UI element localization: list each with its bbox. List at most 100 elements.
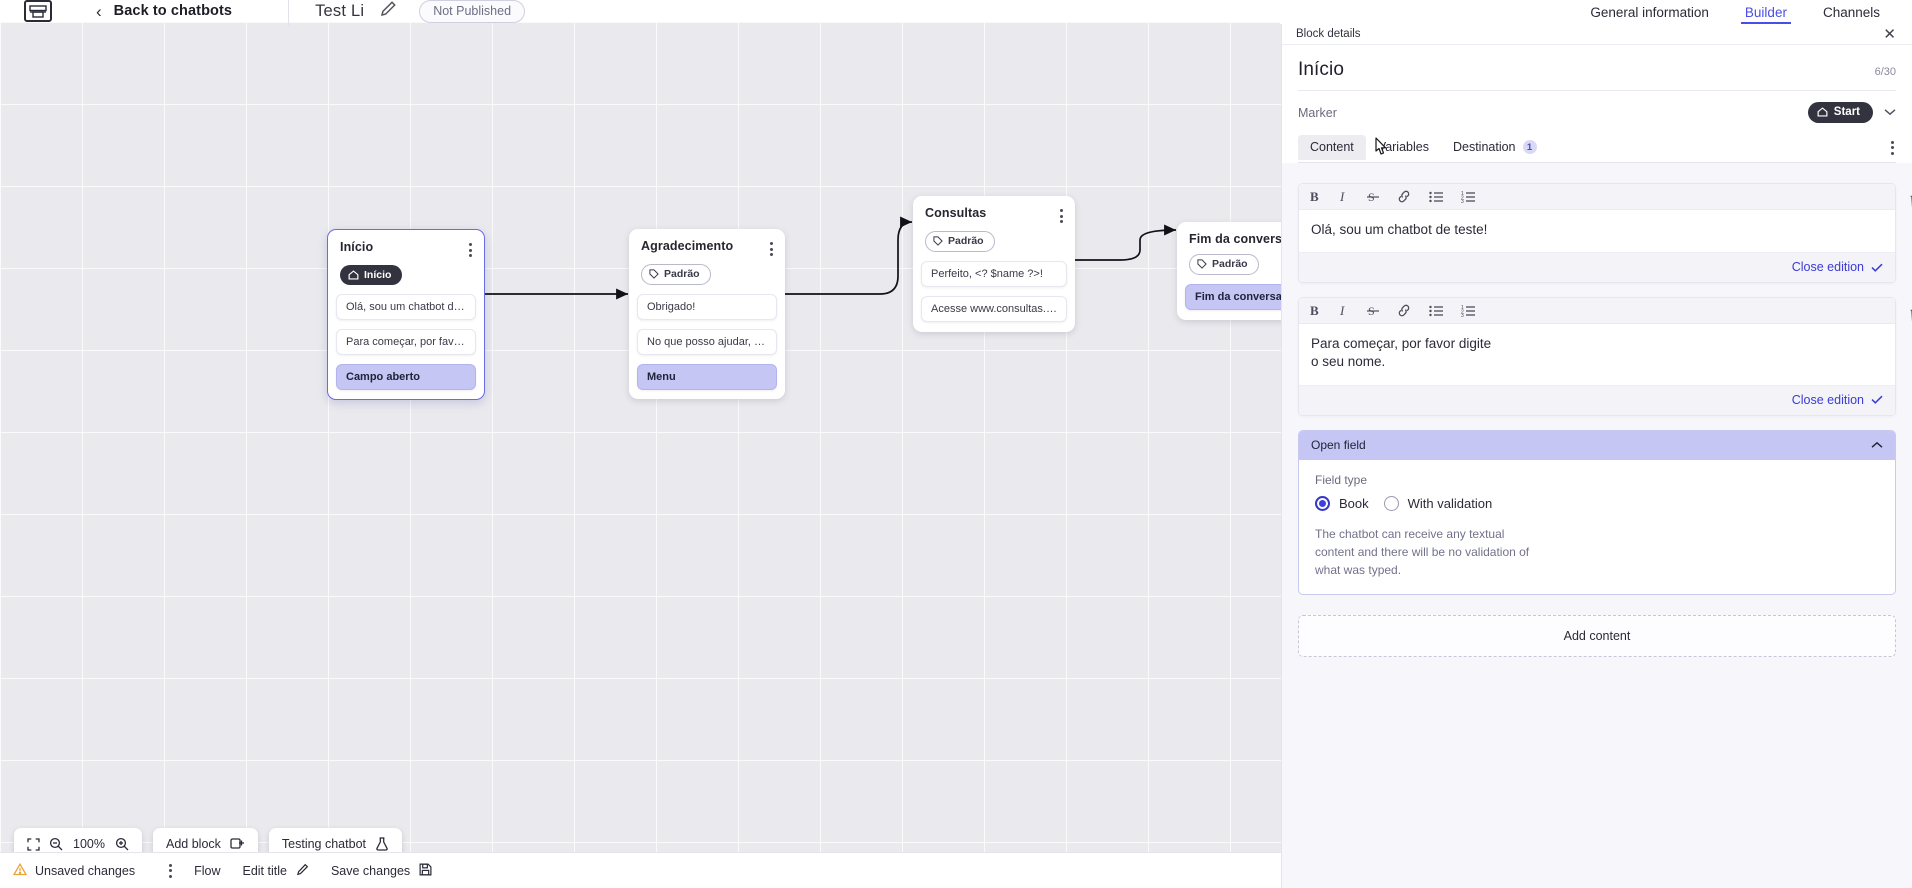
strikethrough-icon[interactable]: S bbox=[1367, 190, 1379, 203]
open-field-title: Open field bbox=[1311, 437, 1366, 452]
tab-content-label: Content bbox=[1310, 140, 1354, 154]
zoom-out-icon[interactable] bbox=[49, 837, 63, 851]
node-message[interactable]: Menu bbox=[637, 363, 777, 390]
svg-text:I: I bbox=[1339, 304, 1345, 317]
marker-control[interactable]: Start bbox=[1807, 102, 1896, 123]
numbered-list-icon[interactable]: 1 2 3 bbox=[1461, 305, 1475, 317]
tab-variables[interactable]: Variables bbox=[1366, 135, 1441, 160]
close-icon[interactable]: ✕ bbox=[1883, 25, 1896, 43]
bold-icon[interactable]: B bbox=[1310, 304, 1321, 317]
node-message[interactable]: Campo aberto bbox=[336, 363, 476, 390]
app-logo-icon[interactable] bbox=[24, 0, 52, 22]
bullet-list-icon[interactable] bbox=[1429, 191, 1443, 203]
node-badge-row: Padrão bbox=[629, 256, 785, 285]
editor-text-input[interactable]: Olá, sou um chatbot de teste! bbox=[1299, 210, 1895, 253]
block-title: Início bbox=[1298, 59, 1345, 80]
link-icon[interactable] bbox=[1397, 304, 1411, 317]
flow-canvas[interactable]: Início Início Olá, sou um chatbot de tes… bbox=[0, 22, 1281, 888]
flow-node-fim-da-conversa[interactable]: Fim da conversa Padrão Fim da conversa bbox=[1177, 222, 1281, 320]
tab-builder[interactable]: Builder bbox=[1740, 0, 1791, 24]
flow-node-inicio[interactable]: Início Início Olá, sou um chatbot de tes… bbox=[327, 229, 485, 400]
add-content-button[interactable]: Add content bbox=[1298, 614, 1896, 657]
node-badge-label: Padrão bbox=[1212, 258, 1248, 270]
node-message[interactable]: Acesse www.consultas.com par... bbox=[921, 295, 1067, 322]
chevron-down-icon[interactable] bbox=[1884, 107, 1896, 119]
back-to-chatbots-link[interactable]: Back to chatbots bbox=[113, 3, 233, 19]
node-header: Agradecimento bbox=[629, 238, 785, 256]
tab-destination-badge: 1 bbox=[1522, 140, 1537, 154]
flow-node-agradecimento[interactable]: Agradecimento Padrão Obrigado! No que po… bbox=[629, 229, 785, 399]
panel-tabs-more-icon[interactable] bbox=[1891, 140, 1896, 155]
tab-variables-label: Variables bbox=[1377, 140, 1429, 154]
page-title: Test Li bbox=[315, 1, 365, 20]
divider bbox=[288, 0, 290, 26]
node-message[interactable]: Fim da conversa bbox=[1185, 283, 1281, 310]
node-menu-icon[interactable] bbox=[770, 239, 773, 256]
editor-text-input[interactable]: Para começar, por favor digite o seu nom… bbox=[1299, 324, 1514, 385]
fit-screen-icon[interactable] bbox=[27, 837, 40, 851]
node-header: Fim da conversa bbox=[1177, 231, 1281, 246]
close-edition-button[interactable]: Close edition bbox=[1792, 260, 1883, 274]
tab-general-information[interactable]: General information bbox=[1590, 4, 1709, 20]
marker-row: Marker Start bbox=[1298, 91, 1896, 133]
node-title: Início bbox=[340, 240, 374, 254]
unsaved-changes-label: Unsaved changes bbox=[35, 863, 136, 878]
bold-icon[interactable]: B bbox=[1310, 190, 1321, 203]
divider bbox=[1298, 90, 1896, 91]
node-message[interactable]: No que posso ajudar, <? $name ... bbox=[637, 328, 777, 355]
flask-icon bbox=[375, 837, 389, 851]
flow-label: Flow bbox=[194, 863, 221, 878]
open-field-card: Open field Field type Book bbox=[1298, 429, 1896, 595]
numbered-list-icon[interactable]: 1 2 3 bbox=[1461, 191, 1475, 203]
radio-option-with-validation[interactable]: With validation bbox=[1383, 495, 1492, 511]
node-message[interactable]: Obrigado! bbox=[637, 293, 777, 320]
node-message[interactable]: Para começar, por favor digite o ... bbox=[336, 328, 476, 355]
close-edition-label: Close edition bbox=[1791, 260, 1864, 275]
node-message[interactable]: Perfeito, <? $name ?>! bbox=[921, 260, 1067, 287]
tag-icon bbox=[1197, 259, 1207, 269]
tab-destination[interactable]: Destination 1 bbox=[1441, 135, 1549, 160]
flow-node-consultas[interactable]: Consultas Padrão Perfeito, <? $name ?>! … bbox=[913, 196, 1075, 332]
editor-footer: Close edition bbox=[1299, 252, 1895, 283]
pencil-icon[interactable] bbox=[380, 0, 397, 22]
svg-text:3: 3 bbox=[1461, 199, 1464, 203]
unsaved-changes-indicator: Unsaved changes bbox=[0, 862, 136, 879]
close-edition-button[interactable]: Close edition bbox=[1792, 393, 1883, 407]
svg-text:2: 2 bbox=[1461, 195, 1464, 201]
save-changes-button[interactable]: Save changes bbox=[331, 863, 432, 879]
add-block-icon bbox=[230, 837, 245, 851]
edit-title-button[interactable]: Edit title bbox=[242, 863, 309, 879]
link-icon[interactable] bbox=[1397, 190, 1411, 203]
marker-start-badge[interactable]: Start bbox=[1807, 102, 1873, 123]
panel-header-label: Block details bbox=[1296, 28, 1361, 40]
svg-text:3: 3 bbox=[1461, 313, 1464, 317]
italic-icon[interactable]: I bbox=[1339, 304, 1349, 317]
strikethrough-icon[interactable]: S bbox=[1367, 304, 1379, 317]
tab-content[interactable]: Content bbox=[1298, 135, 1366, 160]
flow-button[interactable]: Flow bbox=[194, 864, 220, 878]
svg-text:B: B bbox=[1310, 190, 1319, 203]
close-edition-label: Close edition bbox=[1791, 392, 1864, 407]
zoom-in-icon[interactable] bbox=[115, 837, 129, 851]
radio-book-input[interactable] bbox=[1315, 495, 1330, 511]
node-badge-row: Padrão bbox=[1177, 246, 1281, 275]
tag-icon bbox=[933, 236, 943, 246]
radio-with-validation-input[interactable] bbox=[1383, 495, 1399, 511]
node-badge-row: Padrão bbox=[913, 223, 1075, 252]
marker-badge-label: Start bbox=[1833, 106, 1860, 118]
open-field-header[interactable]: Open field bbox=[1299, 430, 1895, 460]
bullet-list-icon[interactable] bbox=[1429, 305, 1443, 317]
flow-edges bbox=[485, 216, 1177, 300]
block-title-row: Início 6/30 bbox=[1298, 45, 1896, 90]
radio-option-book[interactable]: Book bbox=[1315, 495, 1369, 511]
chevron-up-icon[interactable] bbox=[1871, 438, 1883, 452]
chevron-left-icon[interactable]: ‹ bbox=[96, 1, 102, 21]
node-menu-icon[interactable] bbox=[1060, 206, 1063, 223]
status-more-icon[interactable] bbox=[169, 863, 173, 878]
editor-footer: Close edition bbox=[1299, 384, 1895, 415]
italic-icon[interactable]: I bbox=[1339, 190, 1349, 203]
node-menu-icon[interactable] bbox=[469, 240, 472, 257]
tab-channels[interactable]: Channels bbox=[1822, 4, 1880, 20]
node-message[interactable]: Olá, sou um chatbot de teste! bbox=[336, 293, 476, 320]
svg-text:2: 2 bbox=[1461, 309, 1464, 315]
